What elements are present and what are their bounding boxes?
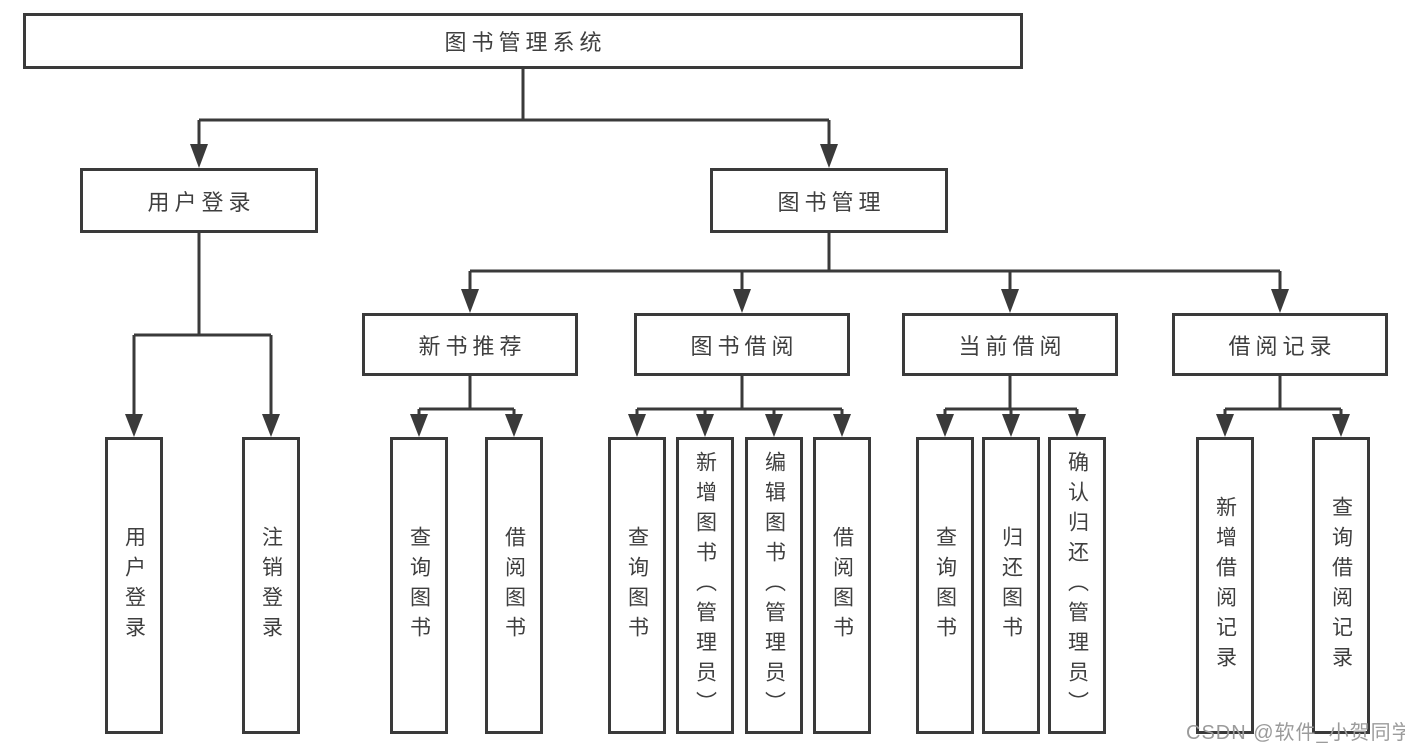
arrowhead [765, 414, 783, 437]
leaf-add-borrow-record: 新增借阅记录 [1196, 437, 1254, 734]
leaf-query-books-recommend: 查询图书 [390, 437, 448, 734]
node-label: 当前借阅 [958, 333, 1067, 359]
arrowhead [696, 414, 714, 437]
leaf-confirm-return-admin: 确认归还（管理员） [1048, 437, 1106, 734]
node-label: 新增图书（管理员） [693, 450, 717, 721]
arrowhead [190, 144, 208, 168]
node-label: 图书借阅 [690, 333, 799, 359]
arrowhead [1271, 289, 1289, 313]
csdn-watermark: CSDN @软件_小贺同学 [1186, 722, 1405, 744]
node-label: 确认归还（管理员） [1065, 450, 1089, 721]
connector-bookborrow-to-leaves [635, 376, 844, 417]
arrowhead [1332, 414, 1350, 437]
connector-currentborrow-to-leaves [943, 376, 1079, 417]
node-label: 借阅图书 [830, 525, 854, 646]
leaf-borrow-books-recommend: 借阅图书 [485, 437, 543, 734]
node-label: 注销登录 [259, 525, 283, 646]
node-label: 图书管理系统 [444, 30, 607, 55]
node-label: 查询图书 [407, 525, 431, 646]
arrowhead [936, 414, 954, 437]
node-user-login: 用户登录 [80, 168, 318, 233]
leaf-query-books-borrowing: 查询图书 [608, 437, 666, 734]
leaf-user-login: 用户登录 [105, 437, 163, 734]
arrowhead [733, 289, 751, 313]
node-label: 借阅记录 [1228, 333, 1337, 359]
arrowhead [505, 414, 523, 437]
leaf-logout: 注销登录 [242, 437, 300, 734]
arrowhead [833, 414, 851, 437]
node-label: 新书推荐 [418, 333, 527, 359]
leaf-edit-book-admin: 编辑图书（管理员） [745, 437, 803, 734]
node-label: 归还图书 [999, 525, 1023, 646]
leaf-add-book-admin: 新增图书（管理员） [676, 437, 734, 734]
node-label: 编辑图书（管理员） [762, 450, 786, 721]
node-label: 查询图书 [933, 525, 957, 646]
node-root-library-system: 图书管理系统 [23, 13, 1023, 69]
node-book-borrowing: 图书借阅 [634, 313, 850, 376]
arrowhead [1068, 414, 1086, 437]
node-borrowing-records: 借阅记录 [1172, 313, 1388, 376]
leaf-query-borrow-record: 查询借阅记录 [1312, 437, 1370, 734]
arrowhead [628, 414, 646, 437]
arrowhead [1001, 289, 1019, 313]
node-label: 图书管理 [777, 189, 886, 215]
node-label: 查询图书 [625, 525, 649, 646]
node-label: 用户登录 [122, 525, 146, 646]
arrowhead [125, 414, 143, 437]
node-new-book-recommend: 新书推荐 [362, 313, 578, 376]
node-current-borrowing: 当前借阅 [902, 313, 1118, 376]
connector-record-to-leaves [1223, 376, 1343, 417]
leaf-borrow-books: 借阅图书 [813, 437, 871, 734]
connector-newbook-to-leaves [417, 376, 516, 417]
arrowhead [461, 289, 479, 313]
connector-user-login-to-leaves [132, 233, 273, 416]
arrowhead [262, 414, 280, 437]
leaf-return-book: 归还图书 [982, 437, 1040, 734]
arrowhead [820, 144, 838, 168]
arrowhead [410, 414, 428, 437]
arrowhead [1216, 414, 1234, 437]
connector-root-to-level2 [197, 69, 831, 146]
leaf-query-books-current: 查询图书 [916, 437, 974, 734]
node-label: 查询借阅记录 [1329, 495, 1353, 676]
node-label: 新增借阅记录 [1213, 495, 1237, 676]
node-book-management: 图书管理 [710, 168, 948, 233]
node-label: 借阅图书 [502, 525, 526, 646]
connector-book-mgmt-to-level3 [468, 233, 1282, 291]
node-label: 用户登录 [147, 189, 256, 215]
arrowhead [1002, 414, 1020, 437]
